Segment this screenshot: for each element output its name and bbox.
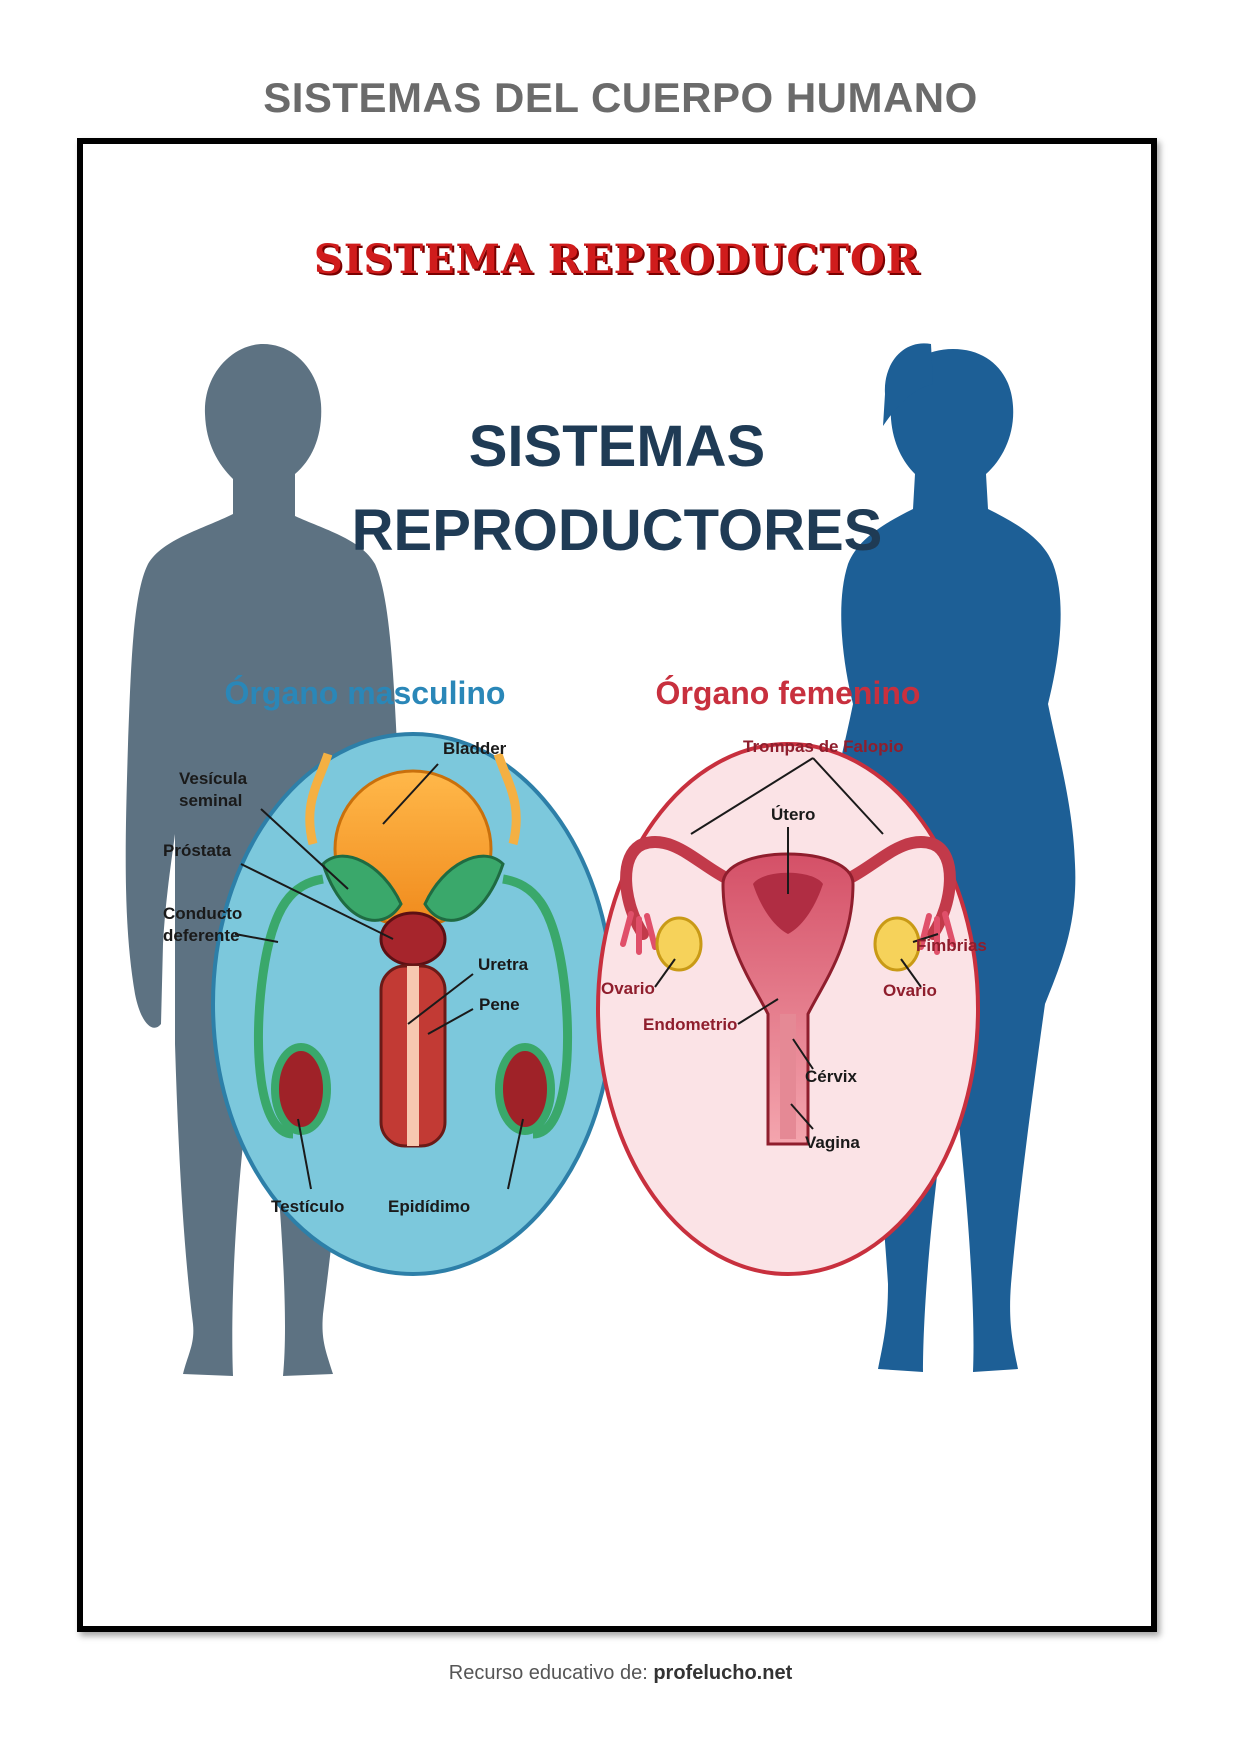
label-prostata: Próstata — [163, 841, 232, 860]
poster-title-line2: REPRODUCTORES — [352, 498, 883, 563]
label-utero: Útero — [771, 805, 815, 824]
label-conducto-1: Conducto — [163, 904, 242, 923]
footer-site-link[interactable]: profelucho.net — [653, 1662, 793, 1684]
label-ovario-right: Ovario — [883, 981, 937, 1000]
label-trompas: Trompas de Falopio — [743, 737, 904, 756]
female-organ-heading: Órgano femenino — [656, 675, 921, 711]
female-diagram: Trompas de Falopio Útero Fimbrias Ovario… — [596, 737, 987, 1276]
worksheet-title: SISTEMA REPRODUCTOR — [313, 236, 921, 283]
worksheet-frame: SISTEMAS REPRODUCTORES Órgano masculino … — [77, 138, 1157, 1632]
male-diagram: Bladder Vesícula seminal Próstata Conduc… — [163, 732, 615, 1276]
label-ovario-left: Ovario — [601, 979, 655, 998]
footer-credit: Recurso educativo de: profelucho.net — [0, 1662, 1241, 1685]
label-conducto-2: deferente — [163, 926, 240, 945]
label-fimbrias: Fimbrias — [916, 936, 987, 955]
footer-prefix: Recurso educativo de: — [448, 1662, 648, 1684]
label-vesicula-1: Vesícula — [179, 769, 248, 788]
male-organ-heading: Órgano masculino — [225, 675, 506, 711]
poster-title-line1: SISTEMAS — [469, 414, 766, 479]
label-epididimo: Epidídimo — [388, 1197, 470, 1216]
label-vagina: Vagina — [805, 1133, 860, 1152]
label-vesicula-2: seminal — [179, 791, 242, 810]
label-testiculo: Testículo — [271, 1197, 344, 1216]
page-title: SISTEMAS DEL CUERPO HUMANO — [263, 74, 978, 121]
label-uretra: Uretra — [478, 955, 529, 974]
label-cervix: Cérvix — [805, 1067, 858, 1086]
label-pene: Pene — [479, 995, 520, 1014]
reproductive-poster: SISTEMAS REPRODUCTORES Órgano masculino … — [125, 343, 1076, 1376]
label-bladder: Bladder — [443, 739, 507, 758]
label-endometrio: Endometrio — [643, 1015, 737, 1034]
